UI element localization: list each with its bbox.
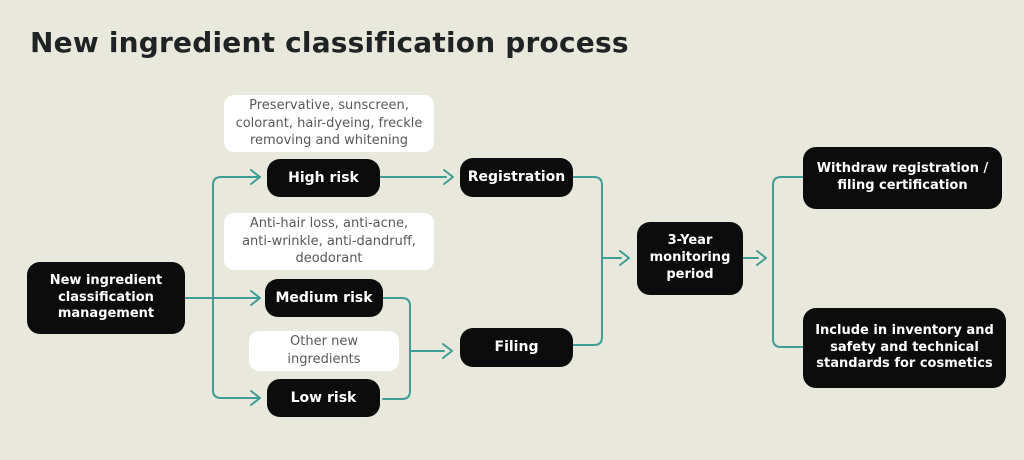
node-withdraw-certification: Withdraw registration / filing certifica… — [803, 147, 1002, 209]
arrowhead-monitoring — [619, 250, 630, 266]
note-low-risk-examples: Other new ingredients — [249, 331, 399, 371]
connector-management-branch — [184, 176, 259, 399]
node-high-risk: High risk — [267, 159, 380, 197]
node-include-inventory: Include in inventory and safety and tech… — [803, 308, 1006, 388]
node-monitoring-period: 3-Year monitoring period — [637, 222, 743, 295]
arrowhead-registration — [443, 169, 454, 185]
node-filing: Filing — [460, 328, 573, 367]
note-high-risk-examples: Preservative, sunscreen, colorant, hair-… — [224, 95, 434, 152]
connector-regfiling-monitoring — [572, 176, 622, 346]
arrowhead-monitoring-out — [756, 250, 767, 266]
node-medium-risk: Medium risk — [265, 279, 383, 317]
page-title: New ingredient classification process — [30, 26, 629, 59]
arrowhead-high-risk — [250, 169, 261, 185]
node-low-risk: Low risk — [267, 379, 380, 417]
arrowhead-medium-risk — [250, 290, 261, 306]
note-medium-risk-examples: Anti-hair loss, anti-acne, anti-wrinkle,… — [224, 213, 434, 270]
connector-mediumlow-filing — [382, 297, 445, 400]
arrowhead-low-risk — [250, 390, 261, 406]
arrowhead-filing — [442, 343, 453, 359]
connector-outcomes-branch — [772, 176, 804, 348]
node-management: New ingredient classification management — [27, 262, 185, 334]
node-registration: Registration — [460, 158, 573, 197]
